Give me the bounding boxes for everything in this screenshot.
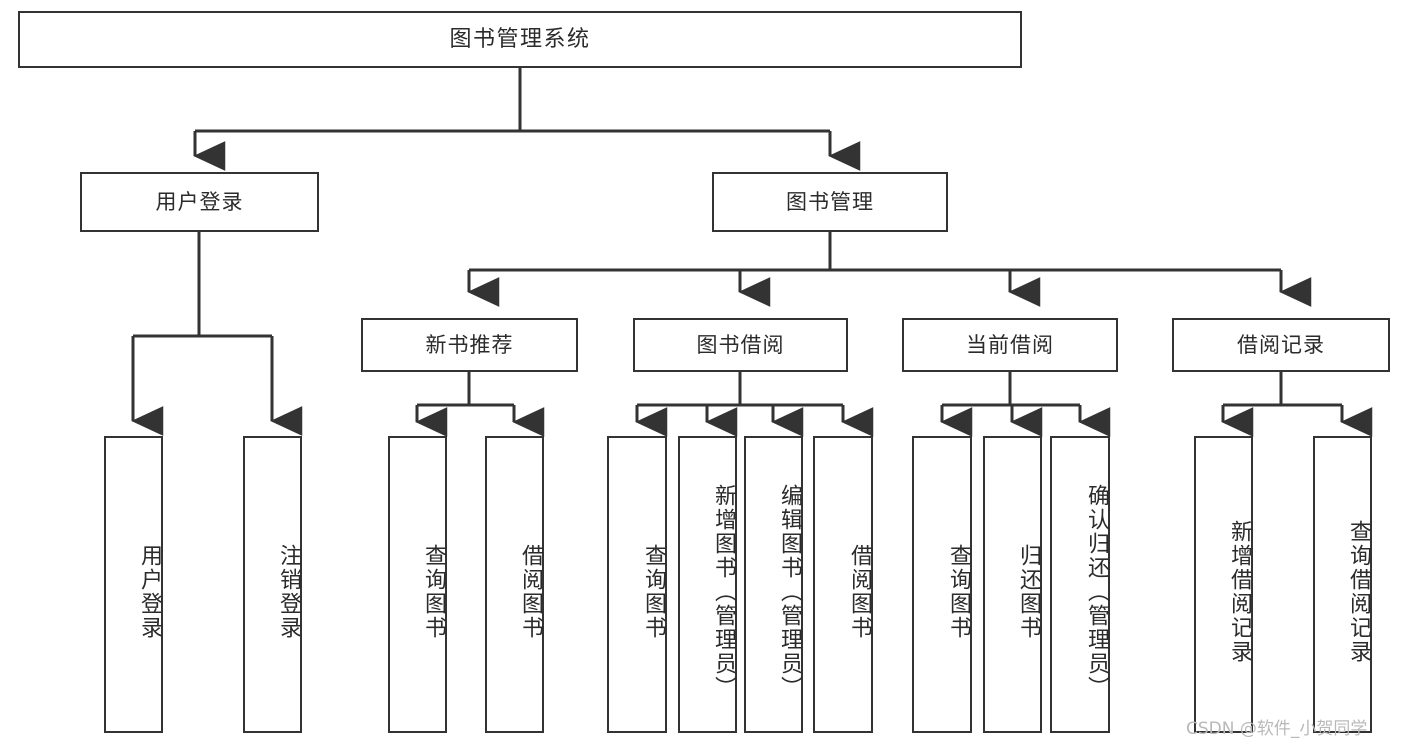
node-label: 图书管理 (786, 189, 874, 214)
node-label: 借阅记录 (1237, 332, 1325, 357)
leaf-new-book-query[interactable]: 查询图书 (388, 436, 447, 733)
node-label: 新增图书（管理员） (711, 483, 736, 700)
node-book-borrowing[interactable]: 图书借阅 (633, 318, 848, 372)
node-borrowing-records[interactable]: 借阅记录 (1172, 318, 1390, 372)
node-label: 查询借阅记录 (1346, 519, 1371, 664)
node-label: 借阅图书 (847, 543, 872, 640)
node-book-management[interactable]: 图书管理 (712, 172, 948, 232)
leaf-add-book-admin[interactable]: 新增图书（管理员） (678, 436, 737, 733)
leaf-confirm-return-admin[interactable]: 确认归还（管理员） (1050, 436, 1110, 733)
node-label: 新书推荐 (425, 332, 514, 357)
leaf-user-login[interactable]: 用户登录 (104, 436, 163, 733)
node-label: 当前借阅 (966, 332, 1054, 357)
node-label: 新增借阅记录 (1227, 519, 1252, 664)
node-label: 用户登录 (155, 189, 244, 214)
node-label: 借阅图书 (518, 543, 543, 640)
leaf-logout[interactable]: 注销登录 (243, 436, 302, 733)
node-label: 图书借阅 (696, 332, 785, 357)
node-root-system[interactable]: 图书管理系统 (18, 11, 1022, 68)
leaf-current-query-book[interactable]: 查询图书 (912, 436, 972, 733)
leaf-borrow-query-book[interactable]: 查询图书 (607, 436, 667, 733)
watermark-text: CSDN @软件_小贺同学 (1186, 719, 1368, 739)
leaf-borrow-book[interactable]: 借阅图书 (813, 436, 873, 733)
node-new-book-recommendation[interactable]: 新书推荐 (361, 318, 578, 372)
node-label: 查询图书 (946, 543, 971, 640)
node-current-borrowing[interactable]: 当前借阅 (902, 318, 1118, 372)
node-label: 确认归还（管理员） (1084, 483, 1109, 700)
leaf-add-borrow-record[interactable]: 新增借阅记录 (1194, 436, 1253, 733)
node-label: 归还图书 (1016, 543, 1041, 640)
node-user-login[interactable]: 用户登录 (80, 172, 319, 232)
leaf-new-book-borrow[interactable]: 借阅图书 (485, 436, 544, 733)
leaf-return-book[interactable]: 归还图书 (983, 436, 1042, 733)
node-label: 图书管理系统 (449, 26, 591, 52)
leaf-query-borrow-record[interactable]: 查询借阅记录 (1313, 436, 1372, 733)
node-label: 查询图书 (641, 543, 666, 640)
node-label: 查询图书 (421, 543, 446, 640)
leaf-edit-book-admin[interactable]: 编辑图书（管理员） (744, 436, 803, 733)
node-label: 编辑图书（管理员） (777, 483, 802, 700)
node-label: 用户登录 (137, 543, 162, 640)
node-label: 注销登录 (276, 543, 301, 640)
